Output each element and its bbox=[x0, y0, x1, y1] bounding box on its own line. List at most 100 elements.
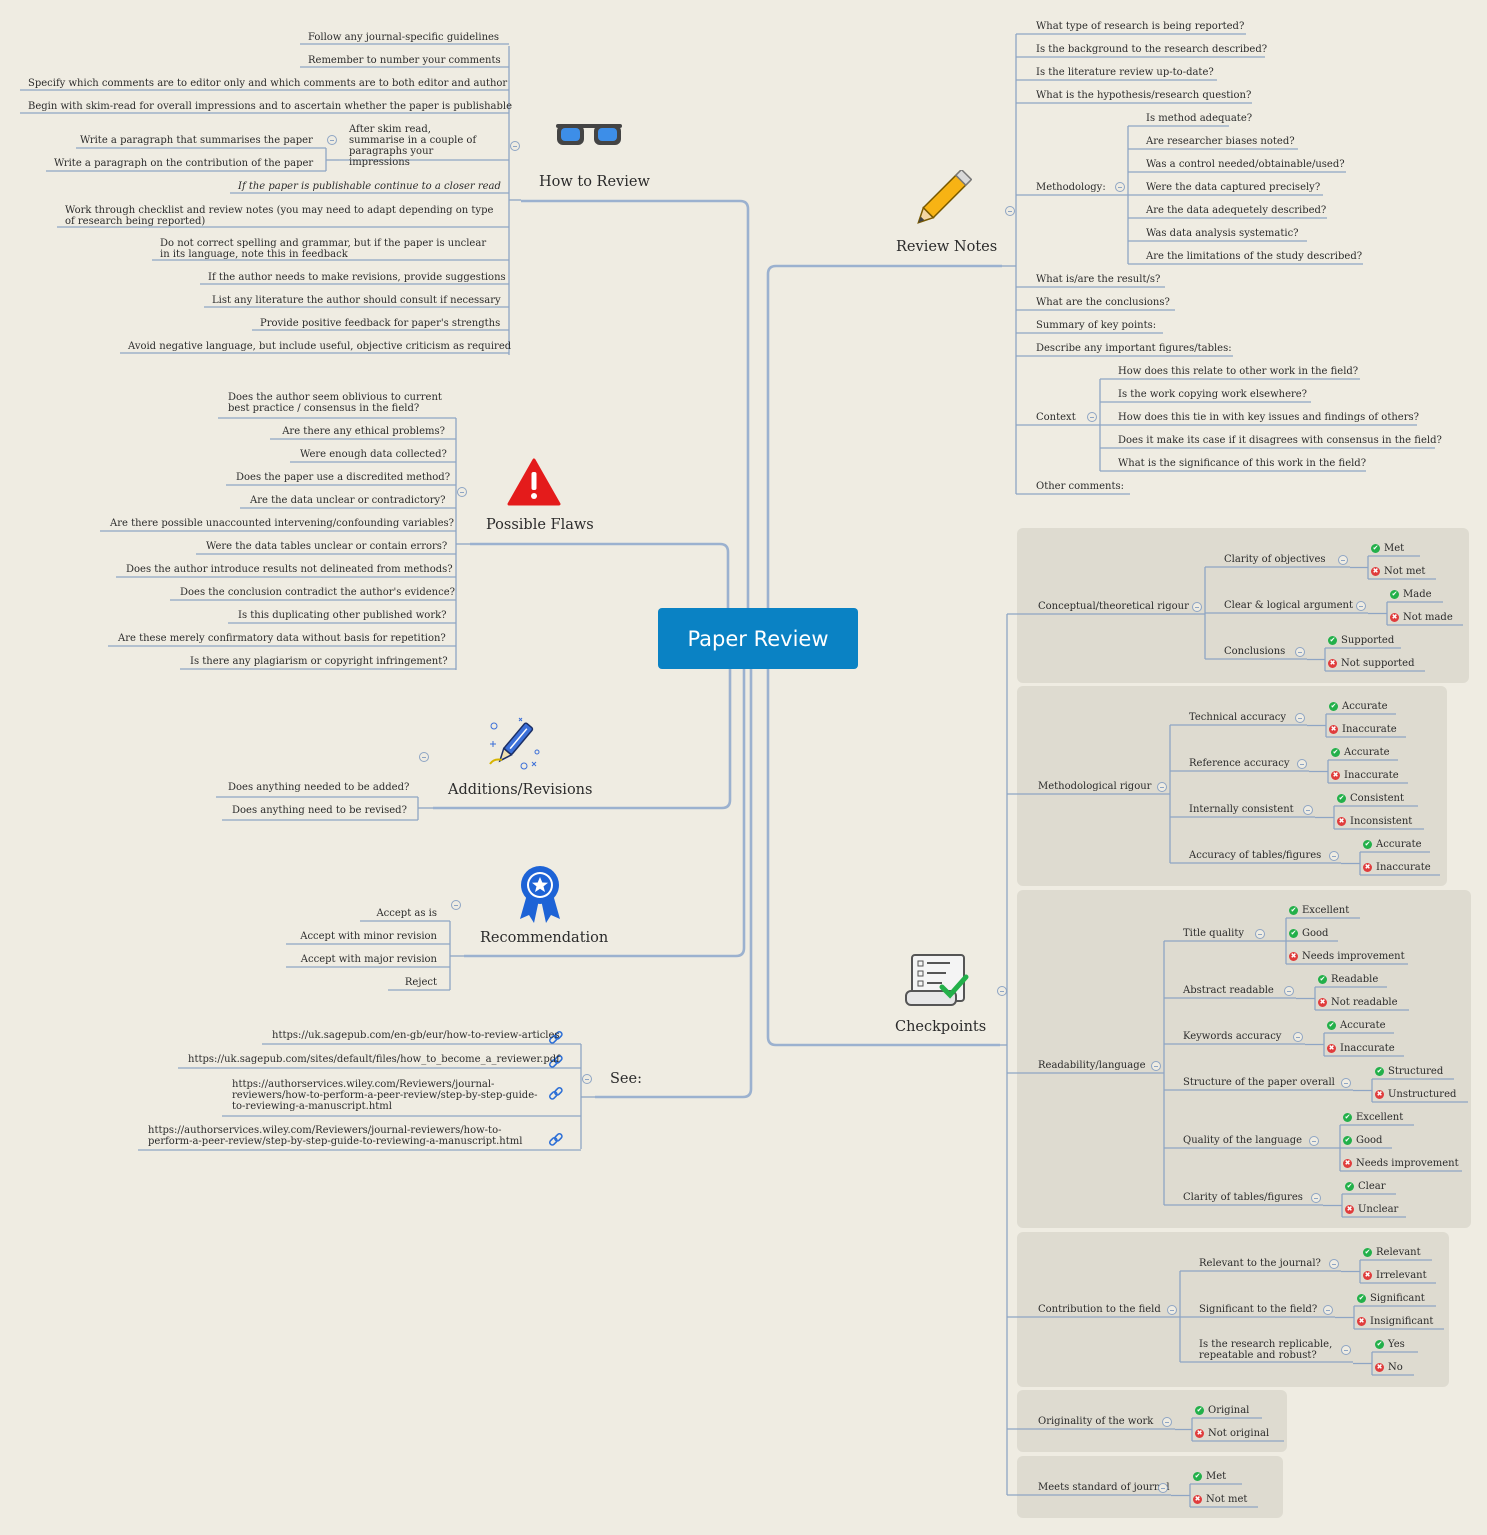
option-node[interactable]: ✔Excellent bbox=[1343, 1112, 1404, 1123]
topic-node[interactable]: Readability/language bbox=[1038, 1060, 1146, 1071]
option-node[interactable]: ✖Unclear bbox=[1345, 1204, 1399, 1215]
option-node[interactable]: ✔Accurate bbox=[1331, 747, 1390, 758]
option-node[interactable]: ✖Inaccurate bbox=[1329, 724, 1397, 735]
collapse-toggle[interactable] bbox=[1329, 851, 1339, 861]
topic-node[interactable]: Specify which comments are to editor onl… bbox=[28, 78, 508, 89]
topic-node[interactable]: Meets standard of journal bbox=[1038, 1482, 1170, 1493]
option-node[interactable]: ✖Inconsistent bbox=[1337, 816, 1413, 827]
option-node[interactable]: ✔Accurate bbox=[1363, 839, 1422, 850]
topic-node[interactable]: Reference accuracy bbox=[1189, 758, 1290, 769]
topic-node[interactable]: Conceptual/theoretical rigour bbox=[1038, 601, 1189, 612]
topic-node[interactable]: Does anything needed to be added? bbox=[228, 782, 410, 793]
option-node[interactable]: ✖Not made bbox=[1390, 612, 1453, 623]
topic-node[interactable]: Are the data unclear or contradictory? bbox=[250, 495, 446, 506]
collapse-toggle[interactable] bbox=[1295, 647, 1305, 657]
collapse-toggle[interactable] bbox=[1341, 1345, 1351, 1355]
topic-node[interactable]: Relevant to the journal? bbox=[1199, 1258, 1321, 1269]
topic-node[interactable]: If the paper is publishable continue to … bbox=[238, 181, 501, 192]
option-node[interactable]: ✖Not readable bbox=[1318, 997, 1398, 1008]
option-node[interactable]: ✔Accurate bbox=[1329, 701, 1388, 712]
topic-node[interactable]: Write a paragraph on the contribution of… bbox=[54, 158, 314, 169]
topic-node[interactable]: Are the limitations of the study describ… bbox=[1146, 251, 1363, 262]
option-node[interactable]: ✖No bbox=[1375, 1362, 1403, 1373]
option-node[interactable]: ✖Not original bbox=[1195, 1428, 1270, 1439]
collapse-toggle[interactable] bbox=[1341, 1078, 1351, 1088]
link-node[interactable]: https://authorservices.wiley.com/Reviewe… bbox=[148, 1125, 523, 1147]
collapse-toggle[interactable] bbox=[1323, 1305, 1333, 1315]
topic-node[interactable]: Was data analysis systematic? bbox=[1146, 228, 1299, 239]
topic-node[interactable]: Clarity of objectives bbox=[1224, 554, 1326, 565]
topic-node[interactable]: Summary of key points: bbox=[1036, 320, 1157, 331]
topic-node[interactable]: Is the literature review up-to-date? bbox=[1036, 67, 1214, 78]
topic-node[interactable]: Does anything need to be revised? bbox=[232, 805, 407, 816]
topic-node[interactable]: Contribution to the field bbox=[1038, 1304, 1161, 1315]
branch-recommendation[interactable]: Recommendation bbox=[480, 930, 609, 946]
collapse-toggle[interactable] bbox=[1005, 206, 1015, 216]
option-node[interactable]: ✔Readable bbox=[1318, 974, 1379, 985]
topic-node[interactable]: Context bbox=[1036, 412, 1076, 423]
option-node[interactable]: ✖Not met bbox=[1193, 1494, 1248, 1505]
branch-possible-flaws[interactable]: Possible Flaws bbox=[486, 517, 594, 533]
topic-node[interactable]: Methodological rigour bbox=[1038, 781, 1152, 792]
option-node[interactable]: ✖Not met bbox=[1371, 566, 1426, 577]
collapse-toggle[interactable] bbox=[1162, 1417, 1172, 1427]
topic-node[interactable]: Clear & logical argument bbox=[1224, 600, 1353, 611]
topic-node[interactable]: Accept with major revision bbox=[300, 954, 437, 965]
option-node[interactable]: ✖Needs improvement bbox=[1343, 1158, 1459, 1169]
topic-node[interactable]: Is method adequate? bbox=[1146, 113, 1253, 124]
collapse-toggle[interactable] bbox=[451, 900, 461, 910]
collapse-toggle[interactable] bbox=[1115, 182, 1125, 192]
topic-node[interactable]: Were enough data collected? bbox=[300, 449, 447, 460]
collapse-toggle[interactable] bbox=[1284, 986, 1294, 996]
topic-node[interactable]: Are these merely confirmatory data witho… bbox=[118, 633, 446, 644]
collapse-toggle[interactable] bbox=[1192, 602, 1202, 612]
collapse-toggle[interactable] bbox=[1329, 1259, 1339, 1269]
branch-checkpoints[interactable]: Checkpoints bbox=[895, 1019, 987, 1035]
topic-node[interactable]: Abstract readable bbox=[1183, 985, 1274, 996]
topic-node[interactable]: Does the paper use a discredited method? bbox=[236, 472, 451, 483]
topic-node[interactable]: Accept with minor revision bbox=[300, 931, 437, 942]
topic-node[interactable]: Clarity of tables/figures bbox=[1183, 1192, 1303, 1203]
collapse-toggle[interactable] bbox=[1311, 1193, 1321, 1203]
branch-see[interactable]: See: bbox=[610, 1071, 642, 1087]
branch-review-notes[interactable]: Review Notes bbox=[896, 239, 998, 255]
topic-node[interactable]: Follow any journal-specific guidelines bbox=[308, 32, 500, 43]
topic-node[interactable]: Do not correct spelling and grammar, but… bbox=[160, 238, 487, 260]
collapse-toggle[interactable] bbox=[1293, 1032, 1303, 1042]
topic-node[interactable]: Accept as is bbox=[376, 908, 437, 919]
topic-node[interactable]: Is there any plagiarism or copyright inf… bbox=[190, 656, 448, 667]
option-node[interactable]: ✖Unstructured bbox=[1375, 1089, 1457, 1100]
option-node[interactable]: ✔Good bbox=[1343, 1135, 1383, 1146]
branch-additions-revisions[interactable]: Additions/Revisions bbox=[448, 782, 593, 798]
topic-node[interactable]: List any literature the author should co… bbox=[212, 295, 501, 306]
collapse-toggle[interactable] bbox=[1295, 713, 1305, 723]
collapse-toggle[interactable] bbox=[1151, 1061, 1161, 1071]
option-node[interactable]: ✔Accurate bbox=[1327, 1020, 1386, 1031]
option-node[interactable]: ✔Significant bbox=[1357, 1293, 1425, 1304]
topic-node[interactable]: Does it make its case if it disagrees wi… bbox=[1118, 435, 1442, 446]
topic-node[interactable]: How does this tie in with key issues and… bbox=[1118, 412, 1419, 423]
option-node[interactable]: ✔Clear bbox=[1345, 1181, 1386, 1192]
central-topic[interactable]: Paper Review bbox=[658, 608, 858, 669]
collapse-toggle[interactable] bbox=[1087, 412, 1097, 422]
topic-node[interactable]: Significant to the field? bbox=[1199, 1304, 1318, 1315]
topic-node[interactable]: What is the significance of this work in… bbox=[1118, 458, 1367, 469]
topic-node[interactable]: Work through checklist and review notes … bbox=[65, 205, 494, 227]
collapse-toggle[interactable] bbox=[1255, 929, 1265, 939]
option-node[interactable]: ✖Insignificant bbox=[1357, 1316, 1434, 1327]
topic-node[interactable]: Is this duplicating other published work… bbox=[238, 610, 447, 621]
link-node[interactable]: https://uk.sagepub.com/sites/default/fil… bbox=[188, 1054, 560, 1065]
option-node[interactable]: ✖Not supported bbox=[1328, 658, 1415, 669]
topic-node[interactable]: Write a paragraph that summarises the pa… bbox=[80, 135, 313, 146]
topic-node[interactable]: Does the conclusion contradict the autho… bbox=[180, 587, 455, 598]
topic-node[interactable]: Does the author introduce results not de… bbox=[126, 564, 453, 575]
topic-node[interactable]: Was a control needed/obtainable/used? bbox=[1146, 159, 1345, 170]
link-icon[interactable] bbox=[548, 1086, 563, 1100]
collapse-toggle[interactable] bbox=[1157, 782, 1167, 792]
topic-node[interactable]: Originality of the work bbox=[1038, 1416, 1154, 1427]
option-node[interactable]: ✖Inaccurate bbox=[1331, 770, 1399, 781]
topic-node[interactable]: Methodology: bbox=[1036, 182, 1106, 193]
option-node[interactable]: ✔Met bbox=[1371, 543, 1405, 554]
topic-node[interactable]: Are researcher biases noted? bbox=[1146, 136, 1295, 147]
option-node[interactable]: ✖Irrelevant bbox=[1363, 1270, 1427, 1281]
